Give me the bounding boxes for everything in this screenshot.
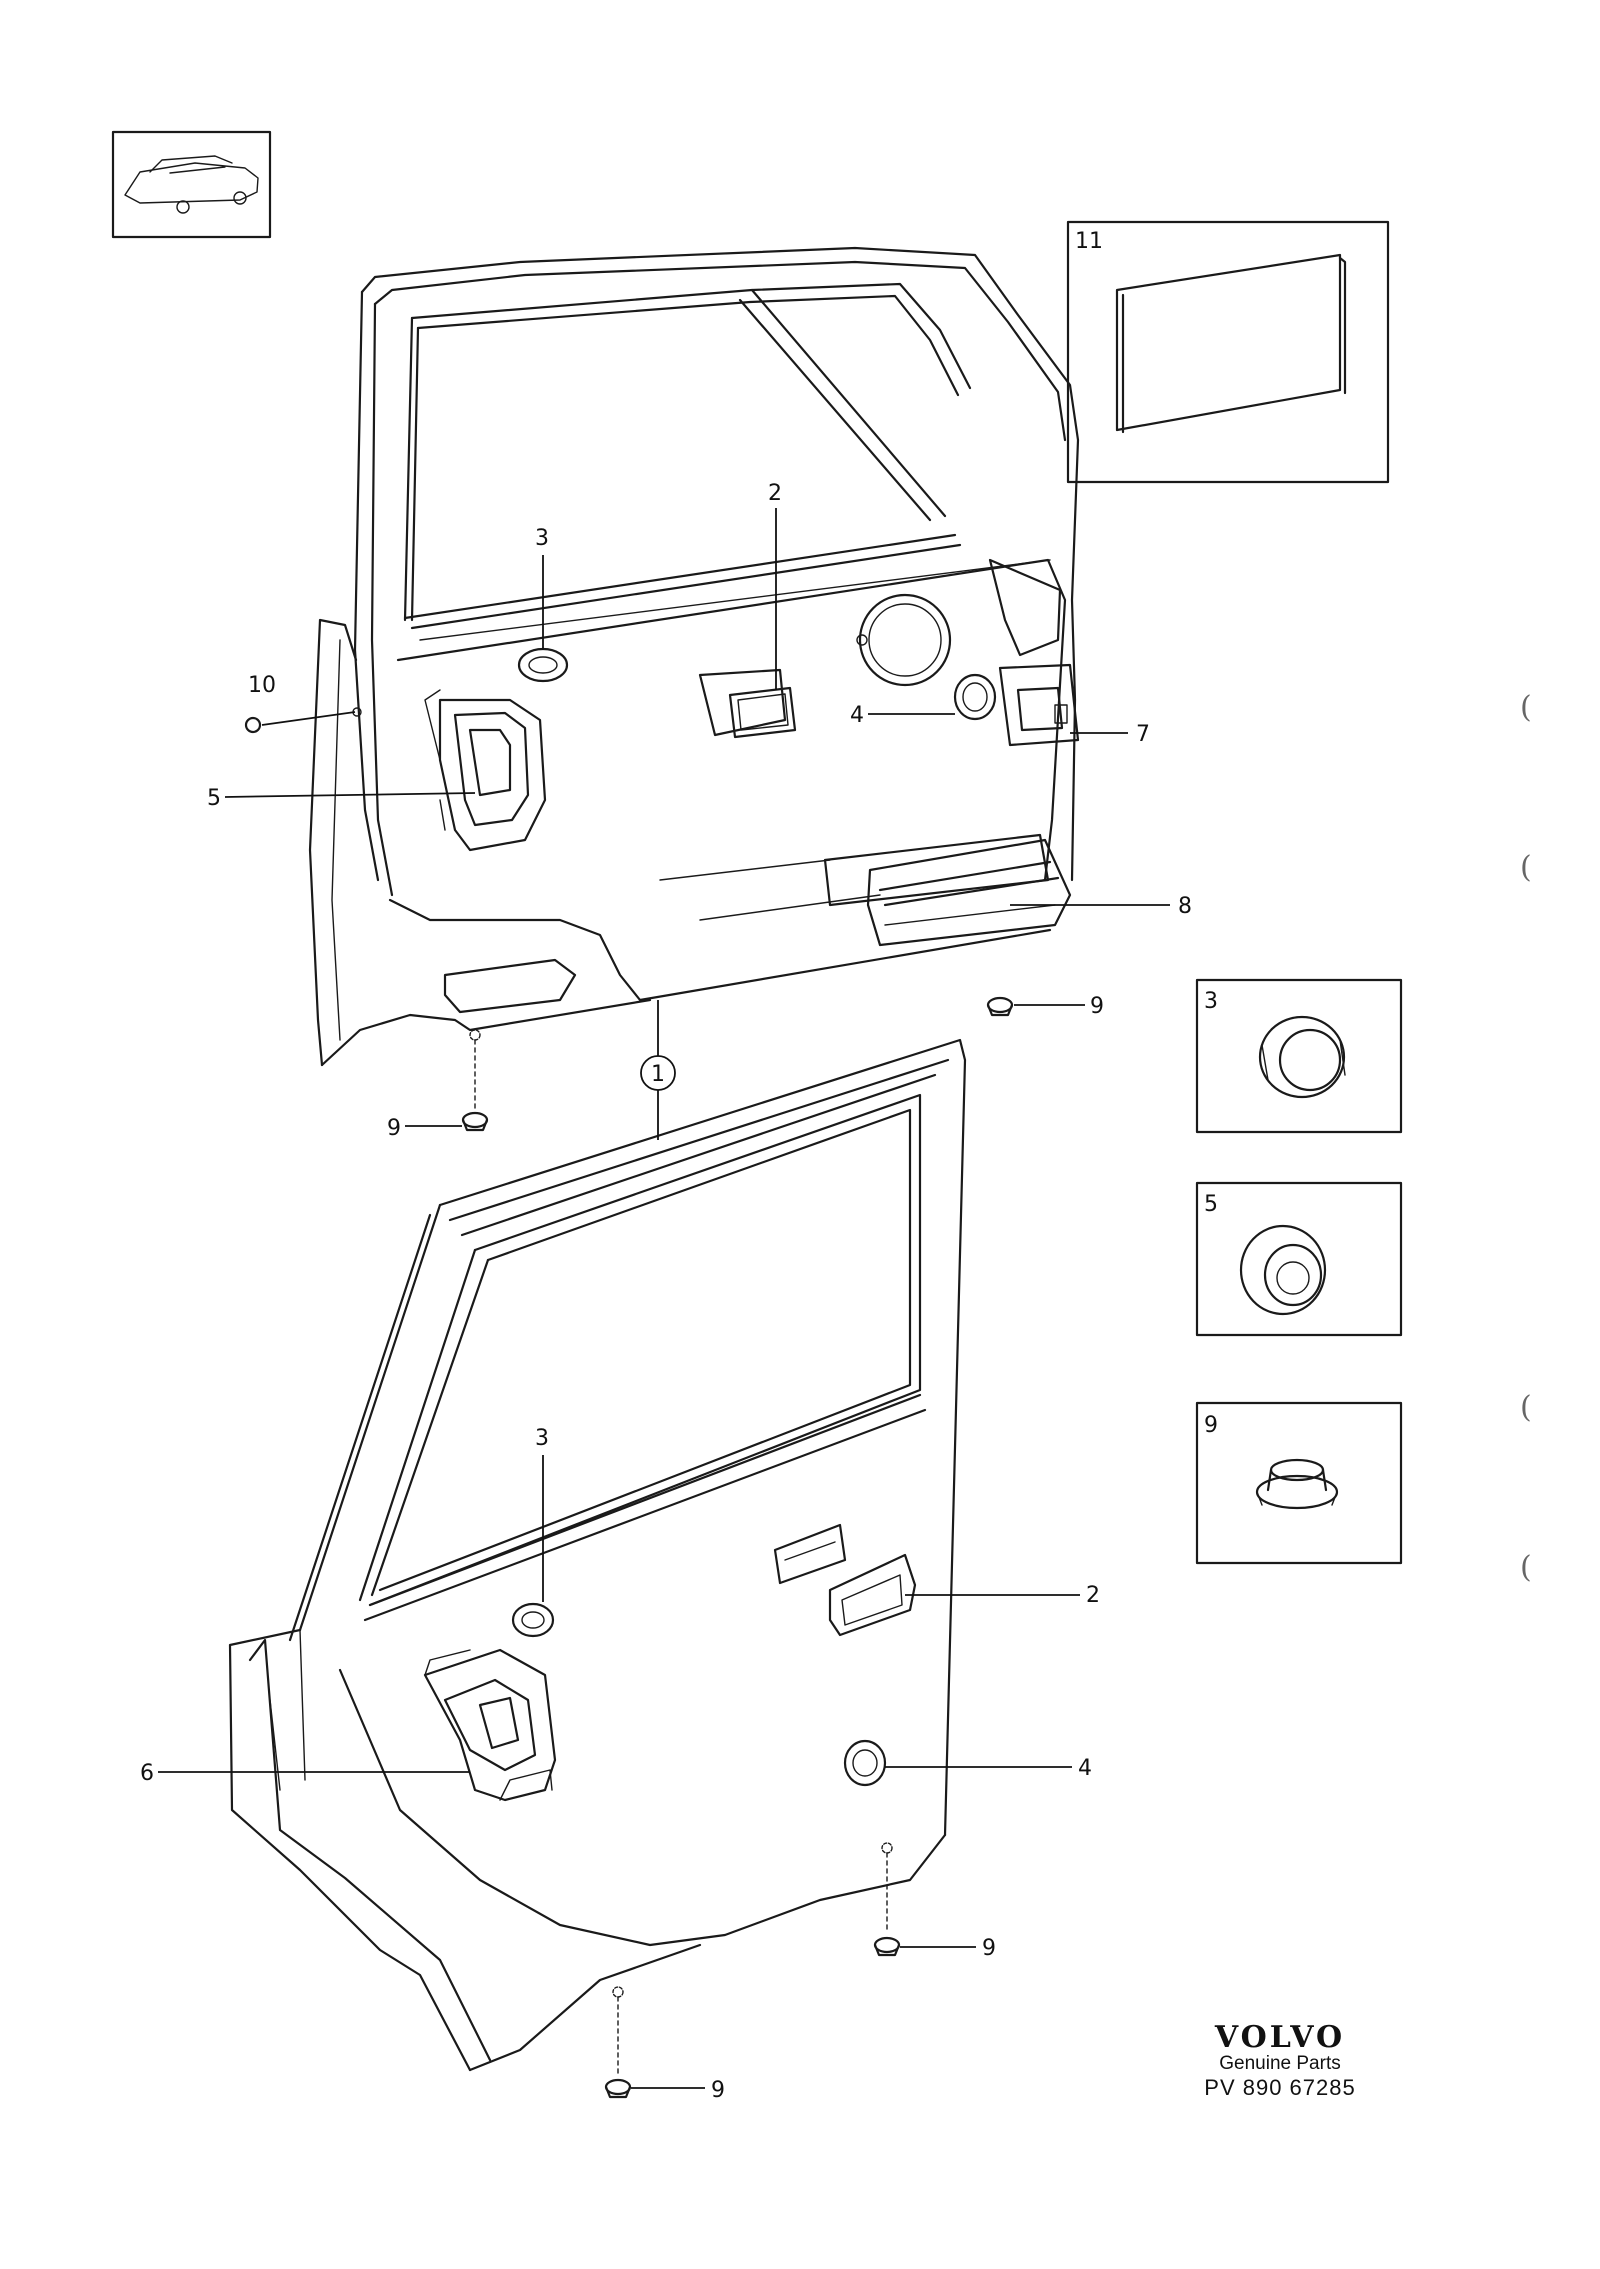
callout-3-bottom: 3 [535, 1426, 549, 1451]
front-plug-4 [953, 673, 997, 721]
margin-mark: ( [1520, 690, 1532, 725]
rear-plug-4 [843, 1739, 887, 1787]
front-plug-3 [517, 647, 569, 683]
margin-mark: ( [1520, 1550, 1532, 1585]
front-switch-panel-7 [998, 663, 1080, 747]
brand-block: VOLVO Genuine Parts PV 890 67285 [1180, 2020, 1380, 2101]
front-handle-cup-2 [698, 668, 797, 739]
front-handle-bezel-5 [424, 689, 547, 852]
detail-box-5-label: 5 [1204, 1192, 1218, 1217]
rear-handle-cup-2 [828, 1553, 917, 1637]
volvo-logo: VOLVO [1214, 2020, 1346, 2055]
callout-10: 10 [248, 673, 276, 698]
brand-subtitle: Genuine Parts [1219, 2053, 1341, 2074]
callout-4-top: 4 [850, 703, 864, 728]
callout-2-bottom: 2 [1086, 1583, 1100, 1608]
callout-5: 5 [207, 786, 221, 811]
callout-4-bottom: 4 [1078, 1756, 1092, 1781]
panel-11-label: 11 [1075, 229, 1103, 254]
detail-box-5: 5 [1195, 1181, 1403, 1337]
callout-9-c: 9 [982, 1936, 996, 1961]
detail-box-9-label: 9 [1204, 1413, 1218, 1438]
callout-9-d: 9 [711, 2078, 725, 2103]
front-door [308, 246, 1080, 1067]
callout-6: 6 [140, 1761, 154, 1786]
detail-box-3-label: 3 [1204, 989, 1218, 1014]
callout-9-b: 9 [387, 1116, 401, 1141]
callout-2-top: 2 [768, 481, 782, 506]
callout-7: 7 [1136, 722, 1150, 747]
margin-mark: ( [1520, 850, 1532, 885]
rear-clip-9c [873, 1842, 901, 1957]
margin-mark: ( [1520, 1390, 1532, 1425]
panel-11-box: 11 [1066, 220, 1390, 484]
rear-plug-3 [511, 1602, 555, 1638]
callout-9-a: 9 [1090, 994, 1104, 1019]
callout-8: 8 [1178, 894, 1192, 919]
callouts: 10 3 2 5 4 7 8 9 1 9 3 2 6 [140, 481, 1192, 2103]
detail-box-9: 9 [1195, 1401, 1403, 1565]
car-thumbnail-icon [111, 130, 272, 239]
callout-1: 1 [651, 1062, 665, 1087]
rear-door [228, 1038, 967, 2072]
rear-handle-bezel-6 [423, 1648, 557, 1802]
front-clip-9b [461, 1029, 489, 1132]
front-door-pocket-8 [866, 838, 1072, 947]
callout-3-top: 3 [535, 526, 549, 551]
front-clip-9a [986, 996, 1014, 1017]
detail-box-3: 3 [1195, 978, 1403, 1134]
rear-clip-9d [604, 1986, 632, 2099]
part-code: PV 890 67285 [1204, 2075, 1356, 2100]
